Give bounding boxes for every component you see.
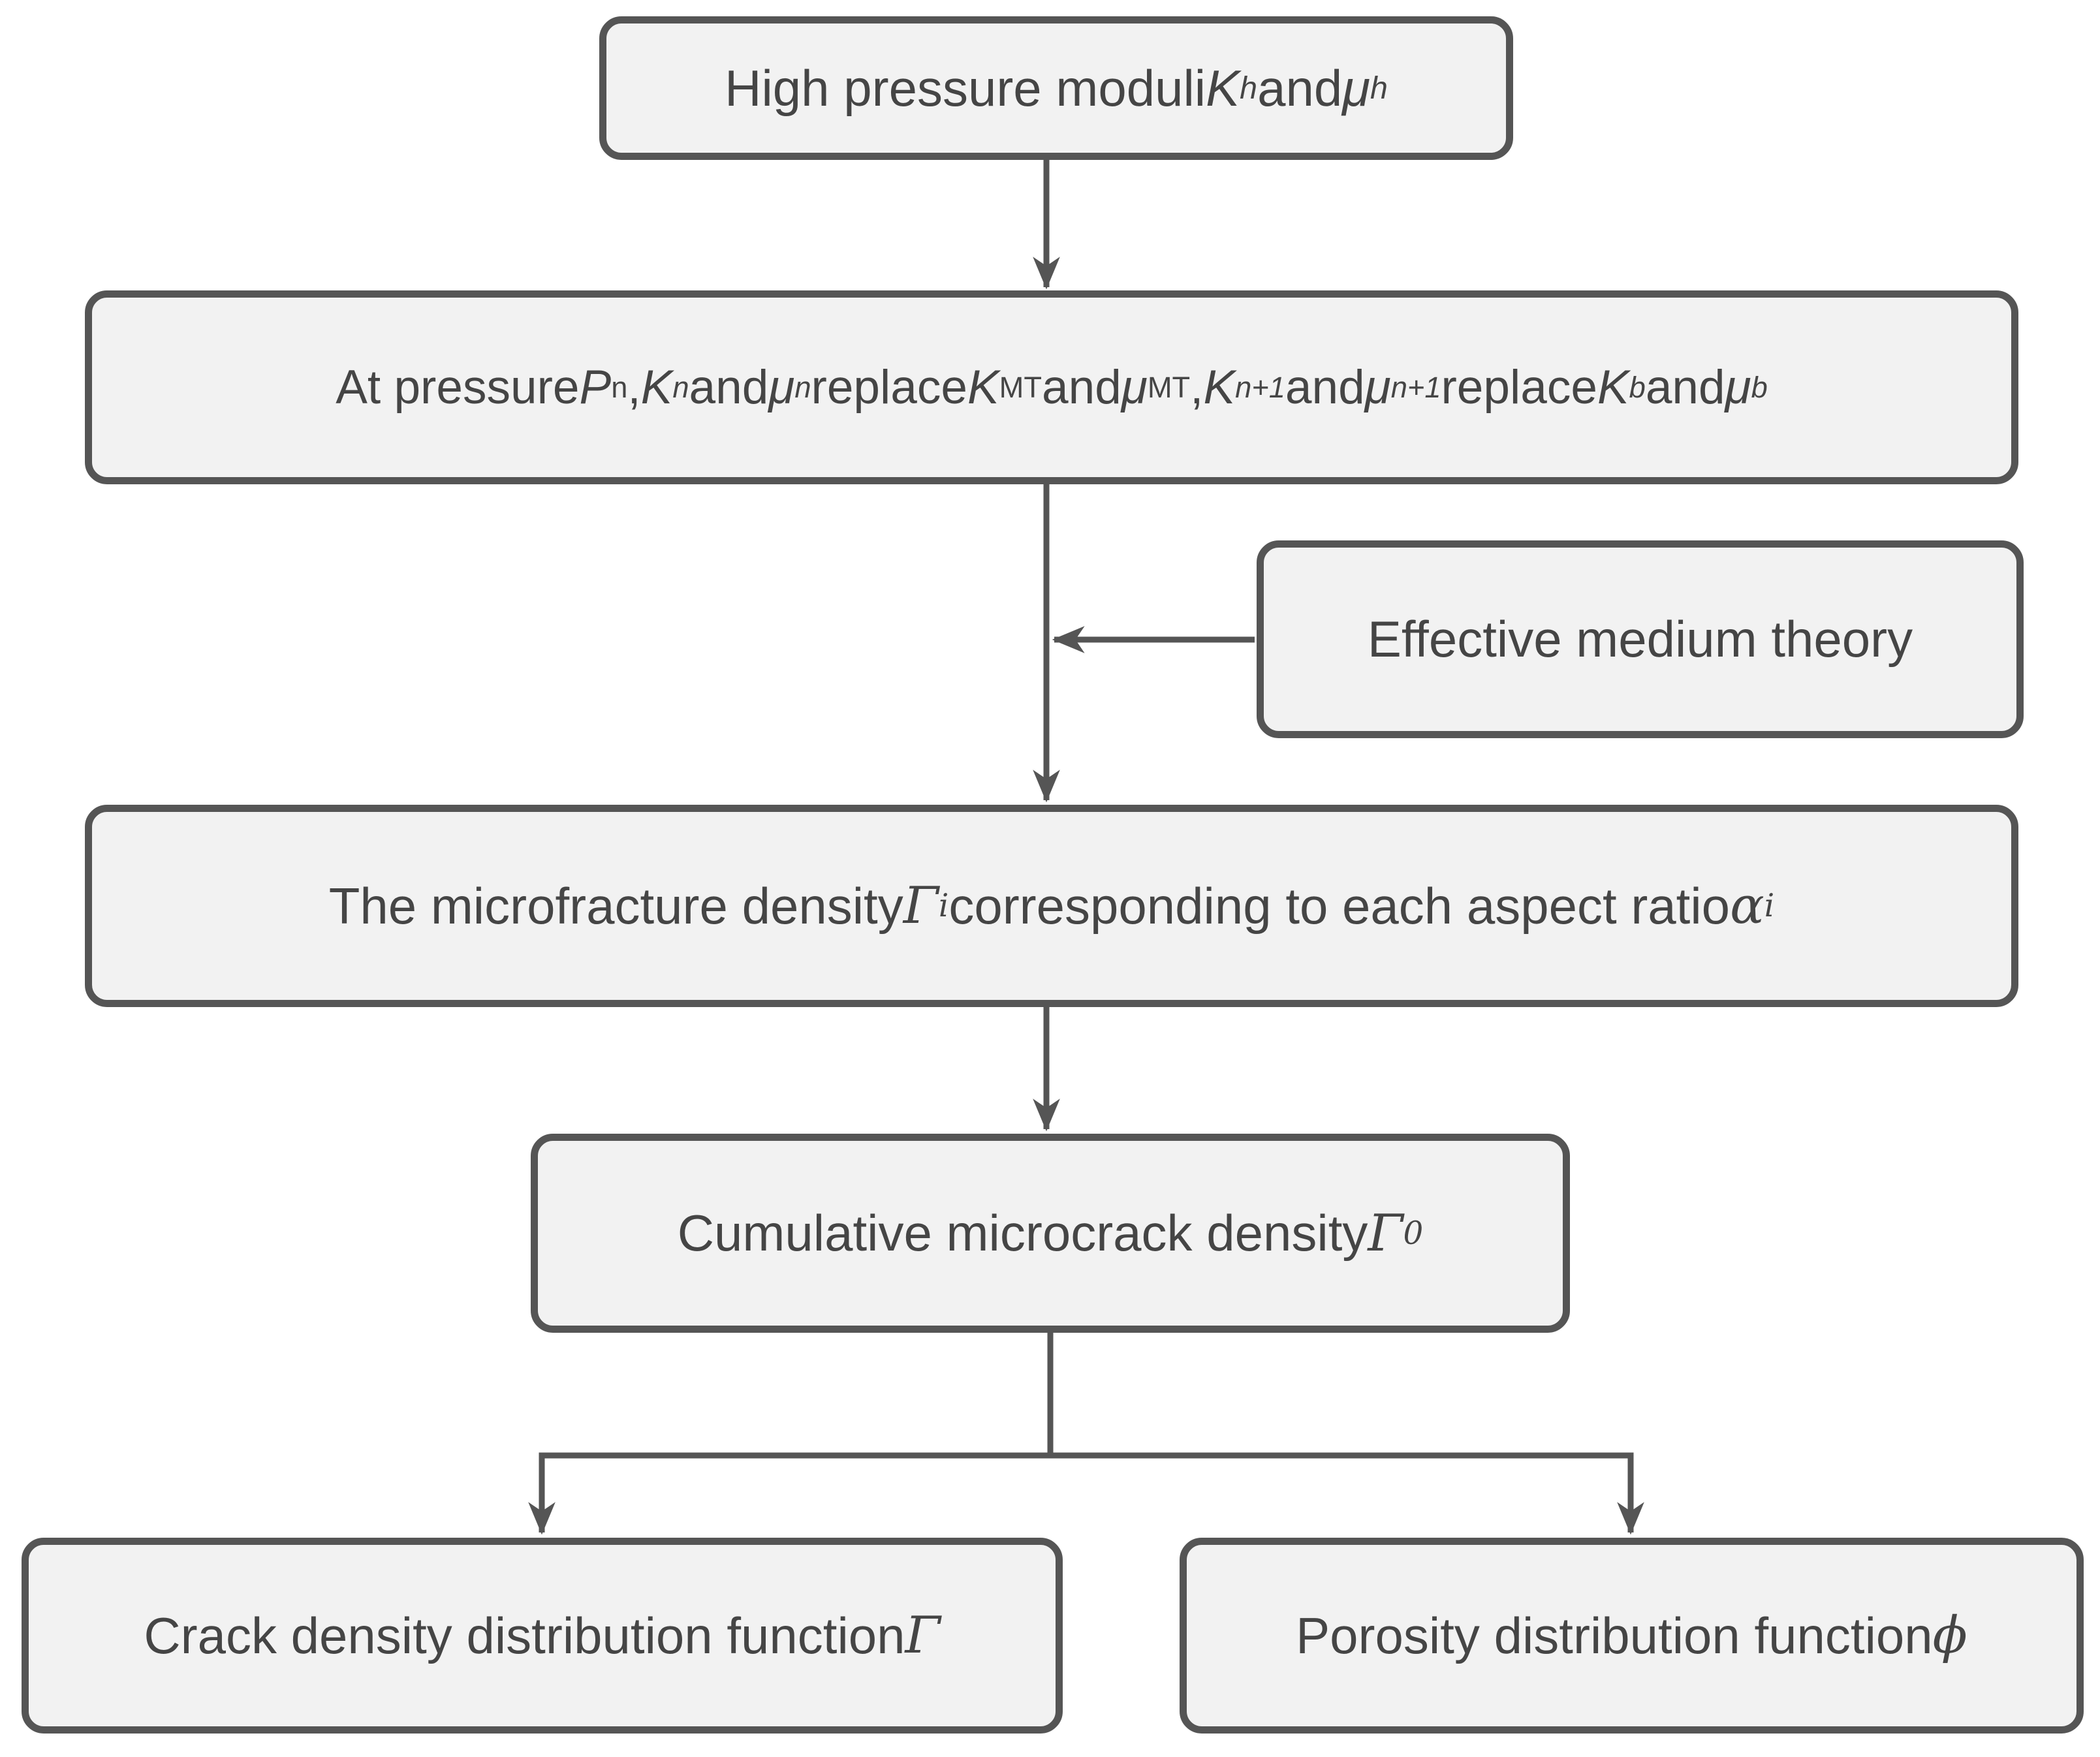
node-label-segment: and [1645,361,1725,414]
node-label-segment: n+1 [1390,370,1441,404]
node-label-segment: At pressure [336,361,580,414]
node-label-segment: μ [1725,361,1751,414]
node-label-segment: P [579,361,612,414]
node-label-segment: b [1629,370,1646,404]
node-label-segment: and [1042,361,1121,414]
node-label-segment: n [611,370,628,404]
node-crack-density-distribution: Crack density distribution function Γ [22,1538,1063,1734]
node-label-segment: h [1370,70,1388,106]
node-label-segment: K [1206,59,1240,117]
node-label-segment: K [967,361,999,414]
node-label-segment: K [640,361,673,414]
node-label-segment: Γ [905,1606,941,1665]
node-label-segment: replace [811,361,967,414]
node-label-segment: Effective medium theory [1367,610,1913,668]
node-label-segment: b [1751,370,1768,404]
node-label-segment: , [1190,361,1204,414]
node-label-segment: and [1285,361,1365,414]
node-label-segment: n [794,370,811,404]
node-label-segment: 0 [1403,1215,1424,1252]
node-label-segment: corresponding to each aspect ratio [948,877,1731,935]
node-label-segment: μ [768,361,795,414]
node-label-segment: n [672,370,689,404]
node-label-segment: μ [1364,361,1391,414]
node-label-segment: μ [1121,361,1148,414]
node-label-segment: Γ [903,877,939,935]
node-label-segment: i [938,888,949,924]
node-label-segment: Cumulative microcrack density [677,1204,1368,1262]
node-label-segment: MT [999,370,1042,404]
node-label-segment: The microfracture density [328,877,903,935]
node-label-segment: K [1203,361,1236,414]
node-label-segment: Crack density distribution function [144,1606,905,1664]
node-label-segment: and [689,361,769,414]
node-label-segment: n+1 [1235,370,1285,404]
node-label-segment: MT [1147,370,1191,404]
node-porosity-distribution: Porosity distribution function ϕ [1180,1538,2084,1734]
node-label-segment: Γ [1368,1204,1403,1263]
node-label-segment: μ [1342,59,1370,117]
node-label-segment: ϕ [1932,1606,1967,1665]
node-label-segment: K [1597,361,1629,414]
node-label-segment: High pressure moduli [725,59,1206,117]
node-label-segment: h [1240,70,1258,106]
node-label-segment: replace [1441,361,1597,414]
node-label-segment: , [627,361,641,414]
node-effective-medium-theory: Effective medium theory [1257,540,2024,738]
node-label-segment: i [1764,888,1775,924]
node-label-segment: α [1730,877,1764,935]
node-label-segment: and [1257,59,1343,117]
node-label-segment: Porosity distribution function [1296,1606,1933,1664]
